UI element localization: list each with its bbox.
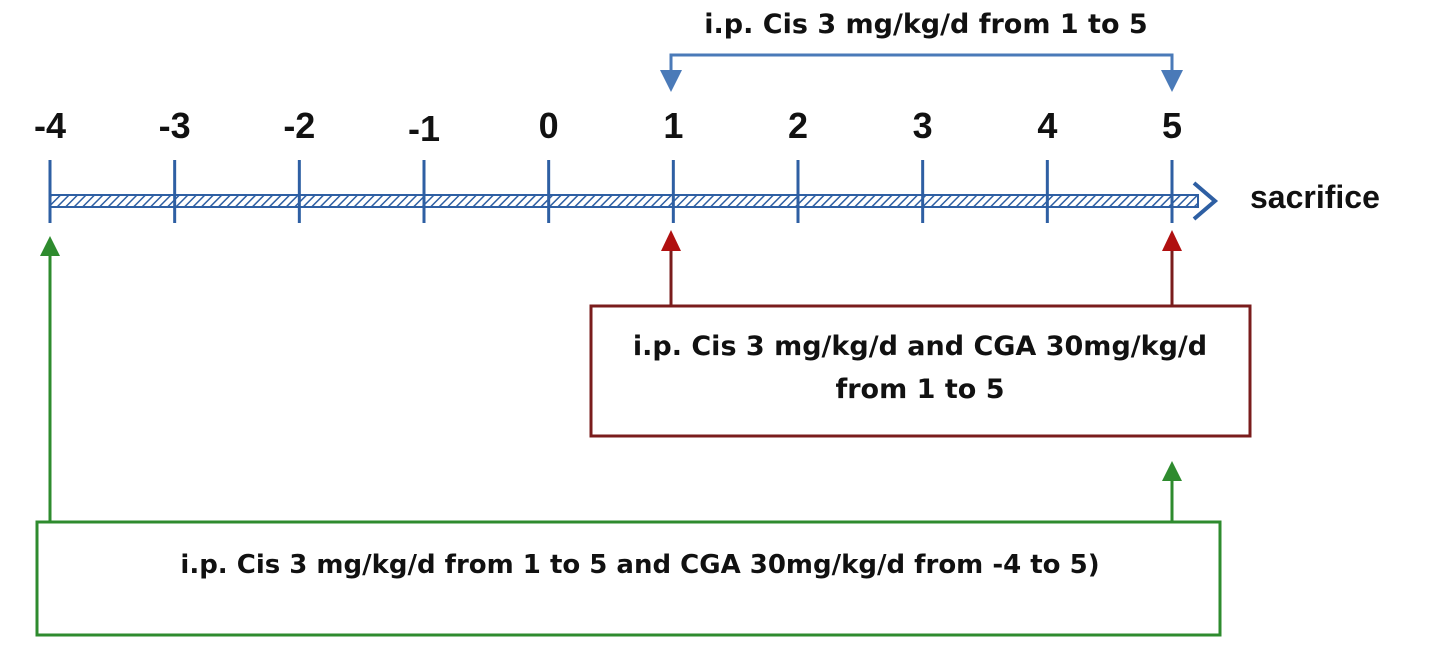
green-annotation: i.p. Cis 3 mg/kg/d from 1 to 5 and CGA 3… (35, 236, 1222, 637)
timeline-ticks: -4 -3 -2 -1 0 1 2 3 4 5 (34, 105, 1182, 223)
red-arrow-left-head (661, 230, 681, 251)
green-arrow-left-head (40, 236, 60, 256)
tick-label: 4 (1037, 105, 1057, 146)
axis-bar (49, 194, 1199, 208)
timeline-axis: sacrifice (49, 179, 1380, 221)
tick-label: 0 (539, 105, 559, 146)
green-box (35, 520, 1222, 637)
tick-label: -4 (34, 105, 66, 146)
red-box-line1: i.p. Cis 3 mg/kg/d and CGA 30mg/kg/d (633, 331, 1207, 362)
tick-label: -2 (283, 105, 315, 146)
top-bracket-label: i.p. Cis 3 mg/kg/d from 1 to 5 (704, 9, 1147, 40)
tick-label: 2 (788, 105, 808, 146)
sacrifice-label: sacrifice (1250, 179, 1380, 215)
top-bracket-line (669, 53, 1174, 70)
red-annotation: i.p. Cis 3 mg/kg/d and CGA 30mg/kg/d fro… (589, 230, 1252, 438)
red-box (589, 304, 1252, 438)
tick-label: 3 (913, 105, 933, 146)
top-bracket-arrow-left (660, 70, 682, 92)
green-arrow-right-head (1162, 461, 1182, 481)
red-box-line2: from 1 to 5 (836, 374, 1005, 405)
red-arrow-right-head (1162, 230, 1182, 251)
tick-label: -3 (159, 105, 191, 146)
tick-label: 1 (663, 105, 683, 146)
tick-label: 5 (1162, 105, 1182, 146)
top-bracket: i.p. Cis 3 mg/kg/d from 1 to 5 (660, 9, 1183, 92)
top-bracket-arrow-right (1161, 70, 1183, 92)
axis-arrowhead (1192, 181, 1219, 221)
tick-label: -1 (408, 108, 440, 149)
green-box-text: i.p. Cis 3 mg/kg/d from 1 to 5 and CGA 3… (180, 550, 1099, 580)
